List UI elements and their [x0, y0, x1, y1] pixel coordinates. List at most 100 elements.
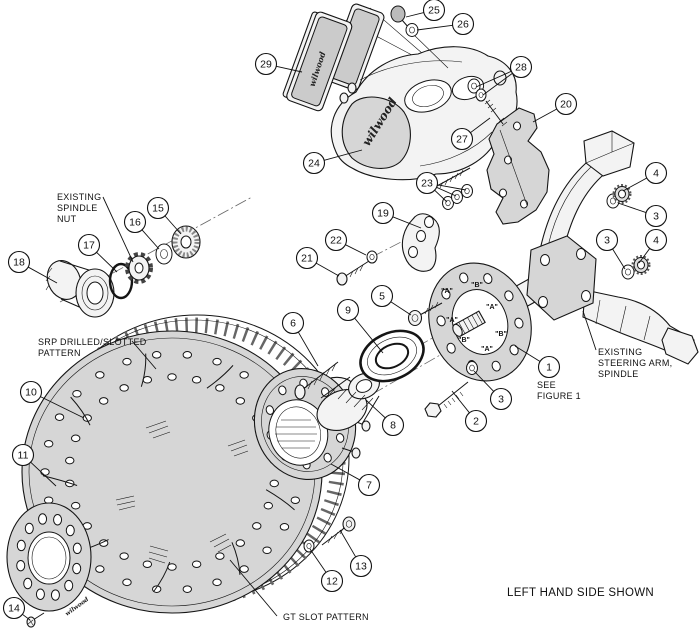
label-leader	[582, 310, 597, 351]
svg-text:EXISTING: EXISTING	[598, 347, 642, 357]
leader-line	[390, 301, 412, 316]
svg-text:26: 26	[457, 19, 469, 31]
leader-line	[470, 117, 491, 134]
spindle-washer	[155, 243, 173, 265]
plate-hole-label: "A"	[441, 288, 453, 295]
nut-4-mid	[631, 255, 651, 275]
callout-26: 26	[451, 12, 475, 36]
callout-5: 5	[370, 284, 394, 308]
leader-line	[612, 248, 626, 270]
callout-25: 25	[422, 0, 446, 22]
leader-line	[617, 202, 647, 214]
leader-line	[416, 24, 453, 31]
leader-line	[482, 72, 513, 96]
hat-bolt-holes	[16, 513, 82, 601]
rotor-drilled-holes	[40, 351, 304, 593]
svg-text:14: 14	[8, 603, 20, 615]
svg-text:12: 12	[326, 576, 338, 588]
leader-line	[330, 463, 361, 481]
outer-bearing	[171, 225, 201, 259]
bolt-21	[336, 260, 370, 286]
bolt-13	[321, 516, 356, 546]
svg-text:17: 17	[83, 240, 95, 252]
svg-text:PATTERN: PATTERN	[38, 348, 81, 358]
leader-line	[276, 65, 303, 73]
caliper-bracket	[486, 107, 550, 225]
callout-3: 3	[595, 228, 619, 252]
callout-11: 11	[11, 443, 35, 467]
svg-text:GT SLOT PATTERN: GT SLOT PATTERN	[283, 612, 369, 622]
bolt-2	[424, 381, 469, 418]
svg-text:11: 11	[18, 450, 29, 462]
callout-27: 27	[450, 127, 474, 151]
washers-28	[467, 78, 487, 102]
svg-text:EXISTING: EXISTING	[57, 192, 101, 202]
svg-text:4: 4	[653, 235, 659, 247]
rotor-vane-hatch	[115, 420, 249, 564]
callout-4: 4	[644, 161, 668, 185]
plate-hole-label: "B"	[495, 331, 507, 338]
leader-line	[638, 248, 651, 264]
svg-text:10: 10	[25, 387, 37, 399]
plate-hole-label: "A"	[481, 346, 493, 353]
nut-4-upper	[612, 184, 632, 204]
plate-hole-label: "A"	[486, 304, 498, 311]
stud-23	[436, 167, 471, 189]
plate-hole-label: "A"	[446, 317, 458, 324]
svg-text:SPINDLE: SPINDLE	[57, 203, 98, 213]
svg-text:25: 25	[428, 5, 440, 17]
callout-15: 15	[146, 196, 170, 220]
rotor-hat	[6, 502, 92, 612]
leader-line	[22, 613, 31, 621]
callout-19: 19	[371, 201, 395, 225]
leader-line	[339, 529, 357, 558]
svg-text:1: 1	[546, 362, 552, 374]
label-leader	[229, 559, 278, 617]
svg-text:FIGURE 1: FIGURE 1	[537, 391, 581, 401]
leader-line	[622, 177, 647, 192]
bolt-25	[390, 5, 449, 69]
svg-text:19: 19	[377, 208, 389, 220]
leader-line	[475, 70, 512, 88]
callout-24: 24	[302, 151, 326, 175]
svg-text:3: 3	[498, 394, 504, 406]
leader-line	[451, 390, 470, 414]
spacer-bracket	[401, 213, 440, 272]
leader-line	[40, 396, 85, 419]
gt-slot-pattern: GT SLOT PATTERN	[283, 612, 369, 622]
svg-text:21: 21	[301, 253, 313, 265]
callout-14: 14	[2, 596, 26, 620]
leader-line	[392, 216, 422, 229]
callout-6: 6	[281, 311, 305, 335]
svg-text:9: 9	[345, 305, 351, 317]
svg-text:4: 4	[653, 168, 659, 180]
svg-text:SRP DRILLED/SLOTTED: SRP DRILLED/SLOTTED	[38, 337, 147, 347]
callout-9: 9	[336, 298, 360, 322]
washers-23	[442, 184, 473, 210]
plate-hole-label: "B"	[471, 282, 483, 289]
hub-bore-ribs	[275, 419, 317, 449]
leader-line	[354, 317, 384, 354]
callout-1: 1	[537, 355, 561, 379]
brake-pads	[282, 3, 431, 112]
spindle-shaft-tip	[452, 310, 486, 337]
plate-holes	[436, 272, 524, 372]
svg-text:6: 6	[290, 318, 296, 330]
inner-bearing	[316, 372, 380, 431]
callout-13: 13	[349, 554, 373, 578]
leader-line	[324, 149, 363, 161]
leader-line	[96, 251, 118, 273]
leader-line	[297, 331, 319, 367]
callout-8: 8	[381, 413, 405, 437]
svg-text:3: 3	[653, 211, 659, 223]
wilwood-logo: wilwood	[64, 596, 91, 618]
callout-3: 3	[644, 204, 668, 228]
svg-text:NUT: NUT	[57, 214, 77, 224]
label-leader	[131, 340, 157, 370]
callout-3: 3	[489, 387, 513, 411]
svg-text:2: 2	[473, 416, 479, 428]
svg-text:SPINDLE: SPINDLE	[598, 369, 639, 379]
